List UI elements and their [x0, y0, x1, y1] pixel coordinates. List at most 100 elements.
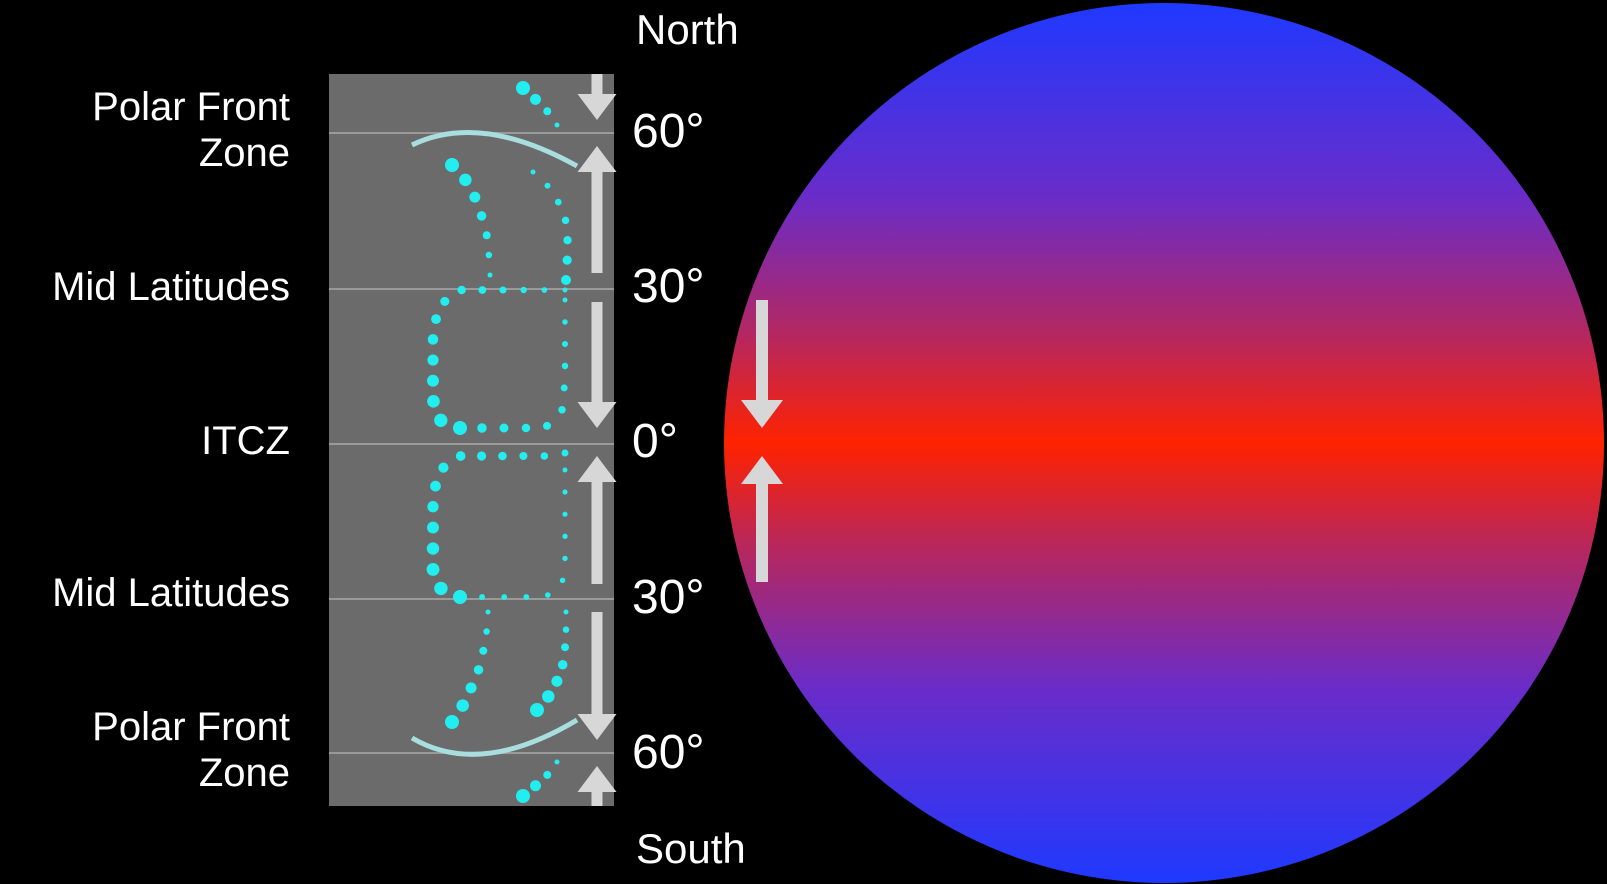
vertical-wind-arrows: [577, 74, 617, 806]
ferrel-cell-north-dot: [487, 272, 493, 278]
hadley-cell-south-dot: [434, 581, 448, 596]
ferrel-cell-north-dot: [544, 182, 551, 189]
hadley-cell-north-dot: [477, 423, 487, 433]
ferrel-cell-south-dot: [563, 609, 569, 615]
ferrel-cell-south-dot: [557, 659, 568, 670]
arrow-down-polar-north: [577, 74, 617, 120]
ferrel-cell-north-dot: [530, 169, 536, 175]
polar-front-zone-north-label: Polar Front Zone: [92, 84, 290, 176]
ferrel-cell-north-dot: [554, 198, 562, 206]
ferrel-cell-north-dot: [469, 191, 481, 203]
hadley-cell-north-dot: [455, 423, 465, 433]
latitude-30s-label: 30°: [632, 571, 705, 624]
mid-latitudes-south-label: Mid Latitudes: [52, 571, 290, 615]
north-label: North: [636, 6, 739, 53]
hadley-cell-north-dot: [440, 296, 450, 306]
hadley-cell-south-dot: [519, 451, 528, 461]
hadley-cell-north-dot: [427, 374, 439, 387]
ferrel-cell-south-dot: [485, 609, 491, 615]
ferrel-cell-south-dot: [483, 628, 490, 635]
ferrel-cell-south-dot: [465, 682, 477, 694]
hadley-cell-north-dot: [427, 334, 439, 345]
hadley-cell-south-dot: [561, 449, 569, 457]
hadley-cell-north-dot: [562, 319, 568, 325]
ferrel-cell-north-dot: [561, 216, 570, 225]
mid-latitudes-north-label: Mid Latitudes: [52, 265, 290, 309]
polar-front-south-line1: Polar Front: [92, 705, 290, 749]
hadley-cell-south-dot: [426, 542, 440, 555]
ferrel-cell-south-dot: [530, 703, 544, 717]
hadley-cell-south-dot: [426, 562, 440, 576]
hadley-cell-south-dot: [540, 452, 549, 460]
hadley-cell-north-dot: [560, 384, 568, 392]
polar-front-zone-south-label: Polar Front Zone: [92, 704, 290, 796]
arrow-down-trade-north: [741, 300, 783, 428]
hadley-cell-south-dot: [457, 594, 463, 600]
polar-front-north-line1: Polar Front: [92, 85, 290, 129]
arrow-up-polar-south: [577, 766, 617, 806]
hadley-cell-north-dot: [434, 413, 448, 427]
hadley-cell-north-dot: [520, 286, 527, 294]
hadley-cell-north-dot: [427, 354, 439, 366]
hadley-cell-south-dot: [477, 451, 487, 461]
polar-cell-north-dot: [516, 81, 530, 95]
polar-front-north-line: [410, 130, 579, 169]
polar-cell-north-dot: [543, 107, 552, 116]
ferrel-cell-north-dot: [482, 231, 491, 240]
arrow-up-ferrel-north: [577, 146, 617, 273]
hadley-cell-north-dot: [499, 423, 509, 433]
polar-cell-south-dot: [554, 759, 560, 765]
hadley-cell-south-dot: [562, 555, 568, 562]
hadley-cell-north-dot: [521, 423, 531, 433]
latitude-lines: [329, 132, 614, 754]
ferrel-cell-south-dot: [551, 675, 563, 687]
ferrel-cell-south-dot: [473, 665, 484, 675]
polar-front-south-line: [410, 717, 579, 757]
polar-cell-south-dot: [543, 770, 552, 779]
globe: [724, 3, 1604, 883]
arrow-down-hadley-north: [577, 302, 617, 428]
hadley-cell-north-dot: [499, 286, 507, 294]
polar-cell-north-dot: [554, 122, 560, 128]
south-label: South: [636, 825, 746, 872]
hadley-cell-south-dot: [455, 451, 466, 461]
ferrel-cell-north-dot: [485, 251, 493, 259]
polar-front-south-line2: Zone: [198, 751, 290, 795]
ferrel-cell-south-dot: [542, 690, 555, 703]
hadley-cell-south-dot: [544, 592, 551, 598]
circulation-cells: [426, 81, 572, 803]
ferrel-cell-north-dot: [563, 236, 572, 245]
hadley-cell-south-dot: [427, 521, 439, 534]
ferrel-cell-south-dot: [561, 643, 570, 652]
polar-front-north-line2: Zone: [198, 131, 290, 175]
arrow-up-trade-south: [741, 456, 783, 582]
arrow-up-hadley-south: [577, 456, 617, 584]
hadley-cell-north-dot: [478, 286, 487, 294]
ferrel-cell-south-dot: [479, 646, 488, 655]
polar-cell-south-dot: [529, 780, 541, 792]
ferrel-cell-north-dot: [561, 275, 571, 285]
latitude-0-label: 0°: [632, 415, 678, 468]
latitude-60s-label: 60°: [632, 726, 705, 779]
ferrel-cell-north-dot: [562, 255, 572, 265]
hadley-cell-south-dot: [430, 480, 441, 492]
hadley-cell-north-dot: [431, 314, 441, 325]
ferrel-cell-north-dot: [445, 158, 459, 172]
hadley-cell-north-dot: [541, 287, 548, 293]
hadley-cell-south-dot: [523, 594, 530, 600]
hadley-cell-north-dot: [561, 362, 569, 370]
ferrel-cell-south-dot: [562, 626, 570, 633]
hadley-cell-south-dot: [562, 467, 568, 473]
hadley-cell-south-dot: [562, 511, 568, 517]
hadley-cell-south-dot: [427, 501, 439, 513]
hadley-cell-south-dot: [438, 462, 449, 473]
arrow-down-ferrel-south: [577, 612, 617, 740]
trade-wind-arrows: [741, 300, 783, 582]
ferrel-cell-north-dot: [459, 173, 472, 187]
polar-cell-north-dot: [529, 93, 541, 105]
ferrel-cell-north-dot: [476, 211, 487, 221]
hadley-cell-south-dot: [562, 533, 568, 539]
hadley-cell-north-dot: [457, 285, 466, 295]
